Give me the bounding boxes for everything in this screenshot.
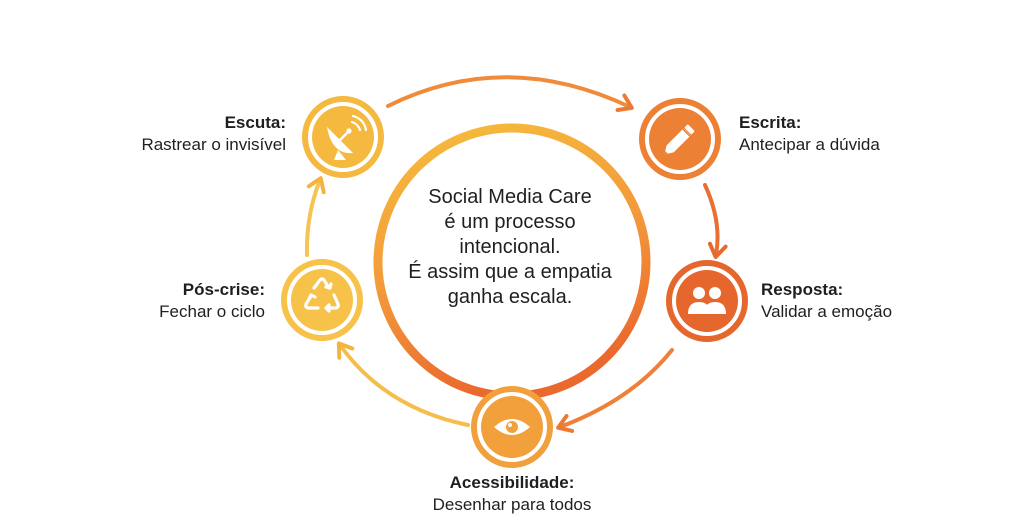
label-poscrise-title: Pós-crise: bbox=[182, 280, 265, 299]
label-acessibilidade: Acessibilidade: Desenhar para todos bbox=[412, 472, 612, 516]
label-escuta-title: Escuta: bbox=[224, 113, 286, 132]
node-escuta bbox=[302, 96, 384, 178]
node-resposta bbox=[666, 260, 748, 342]
arrow-escrita-to-resposta bbox=[703, 183, 728, 259]
node-poscrise bbox=[281, 259, 363, 341]
center-statement: Social Media Care é um processo intencio… bbox=[385, 185, 635, 310]
center-line-3: intencional. bbox=[459, 236, 561, 258]
label-poscrise: Pós-crise: Fechar o ciclo bbox=[159, 279, 265, 323]
label-poscrise-subtitle: Fechar o ciclo bbox=[159, 302, 265, 321]
people-icon bbox=[688, 287, 726, 314]
label-escuta: Escuta: Rastrear o invisível bbox=[141, 112, 286, 156]
eye-icon bbox=[494, 419, 530, 435]
satellite-dish-icon bbox=[327, 114, 368, 160]
center-line-4: É assim que a empatia bbox=[408, 261, 612, 283]
pencil-icon bbox=[664, 124, 695, 155]
label-resposta: Resposta: Validar a emoção bbox=[761, 279, 892, 323]
arrow-acessibilidade-to-poscrise bbox=[336, 341, 470, 427]
recycle-icon bbox=[304, 277, 340, 313]
label-acessibilidade-title: Acessibilidade: bbox=[449, 473, 575, 492]
center-line-5: ganha escala. bbox=[447, 286, 573, 308]
label-resposta-subtitle: Validar a emoção bbox=[761, 302, 893, 321]
label-escrita-title: Escrita: bbox=[739, 113, 802, 132]
arrow-poscrise-to-escuta bbox=[304, 176, 326, 257]
node-acessibilidade bbox=[471, 386, 553, 468]
label-acessibilidade-subtitle: Desenhar para todos bbox=[432, 495, 592, 514]
label-escuta-subtitle: Rastrear o invisível bbox=[141, 135, 286, 154]
center-line-2: é um processo bbox=[444, 211, 576, 233]
label-escrita-subtitle: Antecipar a dúvida bbox=[739, 135, 880, 154]
label-escrita: Escrita: Antecipar a dúvida bbox=[739, 112, 880, 156]
node-escrita bbox=[639, 98, 721, 180]
arrow-escuta-to-escrita bbox=[386, 75, 634, 112]
label-resposta-title: Resposta: bbox=[761, 280, 844, 299]
arrow-resposta-to-acessibilidade bbox=[556, 348, 674, 433]
center-line-1: Social Media Care bbox=[428, 186, 592, 208]
